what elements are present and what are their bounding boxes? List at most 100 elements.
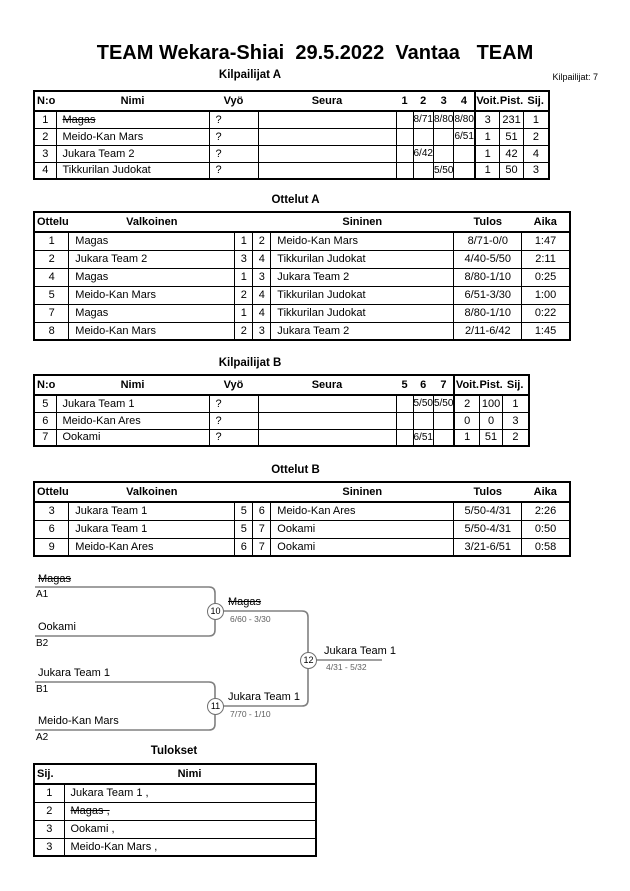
column-header: 1 [396, 91, 413, 112]
cell: 2 [502, 428, 530, 447]
cell: 3 [33, 837, 65, 857]
cell [395, 127, 414, 146]
cell: 0:50 [521, 519, 571, 539]
bracket-slot-a2-label: A2 [36, 732, 49, 743]
cell: 1 [33, 783, 65, 803]
cell: 42 [499, 144, 524, 163]
cell: 2:11 [521, 249, 571, 269]
cell: Jukara Team 2 [270, 321, 455, 341]
cell: 8/80 [432, 110, 455, 129]
cell: ? [208, 428, 259, 447]
cell: 8/71-0/0 [453, 231, 523, 251]
cell: Ookami [270, 537, 455, 557]
column-header: Sij. [502, 375, 529, 396]
table-header-row: Sij.Nimi [34, 764, 316, 785]
cell: 3 [234, 249, 254, 269]
column-header: Valkoinen [68, 212, 235, 233]
cell: Ookami , [63, 819, 317, 839]
cell [432, 428, 455, 447]
cell [395, 144, 414, 163]
cell: ? [208, 411, 259, 430]
cell: 1 [234, 231, 254, 251]
cell: 7 [252, 537, 272, 557]
cell [453, 161, 476, 180]
column-header: Sininen [270, 212, 454, 233]
cell [257, 127, 397, 146]
cell: 1 [234, 267, 254, 287]
cell [257, 411, 397, 430]
cell: 5/50 [432, 161, 455, 180]
column-header: 2 [413, 91, 434, 112]
cell: 50 [499, 161, 524, 180]
cell: 0:58 [521, 537, 571, 557]
cell: 2 [234, 321, 254, 341]
cell: 2 [522, 127, 550, 146]
cell: 51 [478, 428, 504, 447]
cell: ? [208, 144, 259, 163]
cell: 7 [33, 303, 70, 323]
cell: 1 [234, 303, 254, 323]
cell: 1 [33, 231, 70, 251]
bracket-match-12-score: 4/31 - 5/32 [326, 662, 367, 672]
column-header: Ottelu [34, 212, 69, 233]
column-header: Sij. [34, 764, 64, 785]
cell: 3 [252, 321, 272, 341]
column-header: N:o [34, 375, 56, 396]
cell: 1:45 [521, 321, 571, 341]
cell [395, 110, 414, 129]
column-header: 4 [453, 91, 475, 112]
cell: 4 [33, 267, 70, 287]
cell: 3/21-6/51 [453, 537, 523, 557]
cell: Magas [68, 303, 236, 323]
bracket-match-10-node: 10 [207, 603, 224, 620]
cell: Jukara Team 1 , [63, 783, 317, 803]
cell [432, 127, 455, 146]
bracket-match-12-winner: Jukara Team 1 [324, 645, 396, 657]
cell [257, 428, 397, 447]
cell: 100 [478, 394, 504, 413]
cell: ? [208, 161, 259, 180]
cell [257, 144, 397, 163]
cell: Tikkurilan Judokat [55, 161, 210, 180]
cell: 5/50 [432, 394, 455, 413]
cell: Meido-Kan Mars [68, 321, 236, 341]
cell: 231 [499, 110, 524, 129]
cell: 3 [502, 411, 530, 430]
cell [412, 161, 434, 180]
cell: 8 [33, 321, 70, 341]
cell: 2 [33, 127, 57, 146]
column-header: Aika [521, 212, 570, 233]
cell: 8/71 [412, 110, 434, 129]
cell: Jukara Team 1 [68, 519, 236, 539]
cell: 5/50 [412, 394, 434, 413]
column-header: Sij. [523, 91, 550, 112]
cell: Meido-Kan Ares [55, 411, 210, 430]
cell: 7 [252, 519, 272, 539]
column-header: Tulos [453, 212, 522, 233]
cell [395, 161, 414, 180]
cell: 3 [33, 501, 70, 521]
cell: Meido-Kan Mars , [63, 837, 317, 857]
cell: 2:26 [521, 501, 571, 521]
column-header: 5 [396, 375, 413, 396]
section-heading-tulokset: Tulokset [150, 745, 198, 757]
cell: 5 [234, 501, 254, 521]
cell [412, 411, 434, 430]
cell: 5 [33, 285, 70, 305]
cell: 2 [453, 394, 480, 413]
cell: 3 [522, 161, 550, 180]
cell [432, 411, 455, 430]
cell: 1:47 [521, 231, 571, 251]
section-heading-ottelut-b: Ottelut B [271, 464, 320, 476]
cell: 9 [33, 537, 70, 557]
